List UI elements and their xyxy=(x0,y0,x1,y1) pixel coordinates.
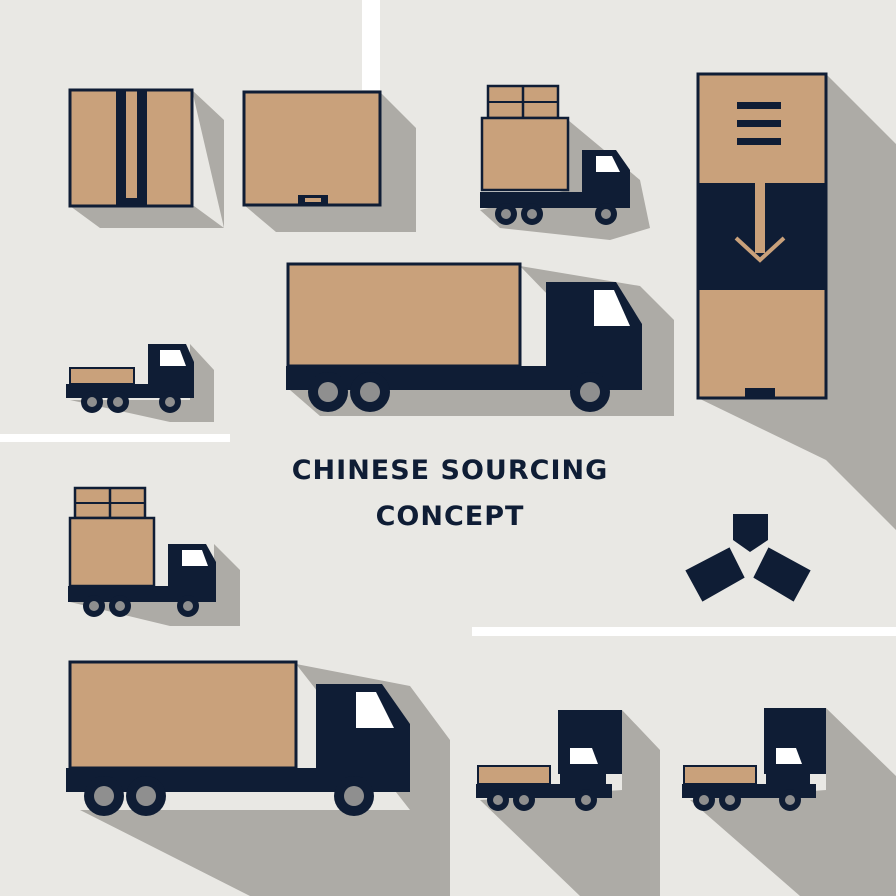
headline: CHINESE SOURCING CONCEPT xyxy=(220,448,680,540)
divider-lines xyxy=(0,0,896,636)
taped-box-icon xyxy=(68,88,224,228)
flatbed-truck-icon xyxy=(682,708,896,896)
box-truck-icon xyxy=(286,262,674,416)
pallet-truck-icon xyxy=(68,486,240,626)
headline-line-1: CHINESE SOURCING xyxy=(291,455,609,486)
box-truck-icon xyxy=(66,660,450,896)
flatbed-truck-icon xyxy=(66,344,214,422)
headline-line-2: CONCEPT xyxy=(375,501,525,532)
flatbed-truck-icon xyxy=(476,710,660,896)
tall-box-down-arrow-icon xyxy=(696,72,896,530)
loaded-truck-icon xyxy=(480,84,650,240)
open-box-icon xyxy=(242,90,416,232)
three-cubes-icon xyxy=(682,514,814,605)
